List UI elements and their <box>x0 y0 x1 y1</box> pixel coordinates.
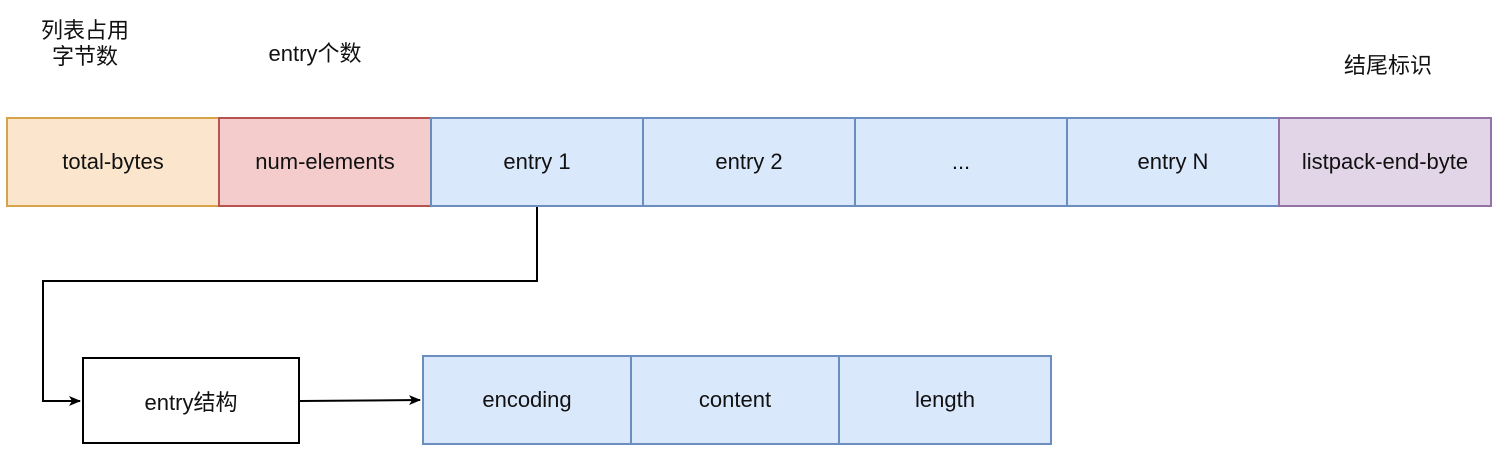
total-bytes-cell: total-bytes <box>6 117 220 207</box>
length-label: length <box>915 387 975 412</box>
total-bytes-label: total-bytes <box>62 149 164 174</box>
entry-2-label: entry 2 <box>715 149 783 174</box>
ellipsis-label: ... <box>951 149 971 174</box>
content-cell: content <box>630 355 840 445</box>
num-elements-label: num-elements <box>255 149 395 174</box>
encoding-label: encoding <box>482 387 572 412</box>
entry-n-label: entry N <box>1137 149 1209 174</box>
structure-to-fields-arrow <box>299 395 421 406</box>
entry-structure-title: entry结构 <box>144 389 238 415</box>
total-bytes-annotation-line1: 列表占用 <box>40 18 129 43</box>
listpack-end-byte-cell: listpack-end-byte <box>1278 117 1492 207</box>
length-cell: length <box>838 355 1052 445</box>
end-byte-annotation: 结尾标识 <box>1343 53 1432 78</box>
entry-1-to-structure-connector <box>42 207 538 406</box>
total-bytes-annotation: 列表占用 字节数 <box>30 18 140 70</box>
entry-structure-box: entry结构 <box>82 357 300 444</box>
content-label: content <box>698 387 772 412</box>
entry-fields-row: encoding content length <box>422 355 1052 445</box>
entry-1-cell: entry 1 <box>430 117 644 207</box>
listpack-layout-row: total-bytes num-elements entry 1 entry 2… <box>6 117 1492 207</box>
num-elements-annotation: entry个数 <box>268 41 362 66</box>
entry-2-cell: entry 2 <box>642 117 856 207</box>
encoding-cell: encoding <box>422 355 632 445</box>
total-bytes-annotation-line2: 字节数 <box>51 44 118 69</box>
entry-1-label: entry 1 <box>503 149 571 174</box>
listpack-end-byte-label: listpack-end-byte <box>1301 149 1469 174</box>
entry-n-cell: entry N <box>1066 117 1280 207</box>
